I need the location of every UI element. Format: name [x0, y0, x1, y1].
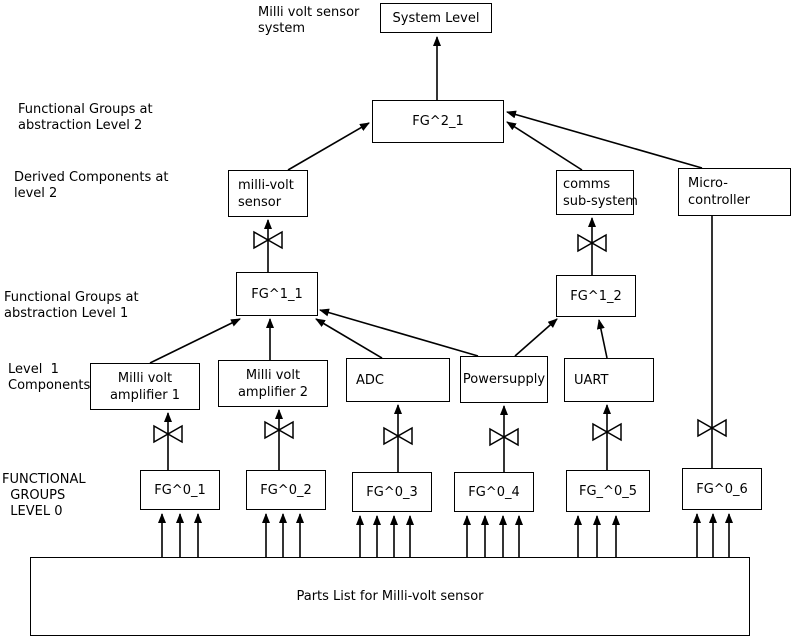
parts-list-arrows	[158, 513, 733, 557]
bowtie-icon	[590, 233, 607, 253]
node-microcontroller: Micro- controller	[678, 168, 791, 216]
label-level2-derived: Derived Components at level 2	[14, 170, 169, 201]
label-level1-groups: Functional Groups at abstraction Level 1	[4, 290, 139, 321]
bowtie-icon	[277, 420, 294, 440]
label-level1-components: Level 1 Components	[8, 362, 91, 393]
bowtie-icon	[489, 427, 506, 447]
label-system-note: Milli volt sensor system	[258, 5, 360, 36]
bowtie-icon	[166, 424, 183, 444]
node-fg0-6: FG^0_6	[682, 468, 762, 510]
node-amp2: Milli volt amplifier 2	[218, 360, 328, 407]
bowtie-icon	[153, 424, 170, 444]
bowtie-icon	[266, 230, 283, 250]
bowtie-icon	[264, 420, 281, 440]
node-fg0-4: FG^0_4	[454, 472, 534, 512]
node-uart: UART	[564, 358, 654, 402]
bowtie-icon	[502, 427, 519, 447]
bowtie-connectors	[153, 230, 727, 447]
node-powersupply: Powersupply	[460, 356, 548, 403]
node-fg1-1: FG^1_1	[236, 272, 318, 316]
node-comms-subsystem: comms sub-system	[556, 170, 638, 215]
bowtie-icon	[697, 418, 714, 438]
bowtie-icon	[577, 233, 594, 253]
bowtie-icon	[396, 426, 413, 446]
node-system-level: System Level	[380, 3, 492, 33]
node-millivolt-sensor: milli-volt sensor	[228, 170, 308, 217]
node-adc: ADC	[346, 358, 450, 402]
node-fg2-1: FG^2_1	[372, 100, 504, 143]
node-parts-list: Parts List for Milli-volt sensor	[30, 557, 750, 636]
node-fg1-2: FG^1_2	[556, 275, 636, 317]
bowtie-icon	[383, 426, 400, 446]
label-level0-groups: FUNCTIONAL GROUPS LEVEL 0	[2, 472, 86, 519]
hierarchy-arrows	[149, 36, 713, 472]
bowtie-icon	[253, 230, 270, 250]
node-fg0-1: FG^0_1	[140, 470, 220, 510]
node-fg0-2: FG^0_2	[246, 470, 326, 510]
node-amp1: Milli volt amplifier 1	[90, 363, 200, 410]
bowtie-icon	[710, 418, 727, 438]
bowtie-icon	[605, 422, 622, 442]
node-fg0-3: FG^0_3	[352, 472, 432, 512]
bowtie-icon	[592, 422, 609, 442]
label-level2-groups: Functional Groups at abstraction Level 2	[18, 102, 153, 133]
node-fg0-5: FG_^0_5	[566, 470, 650, 512]
